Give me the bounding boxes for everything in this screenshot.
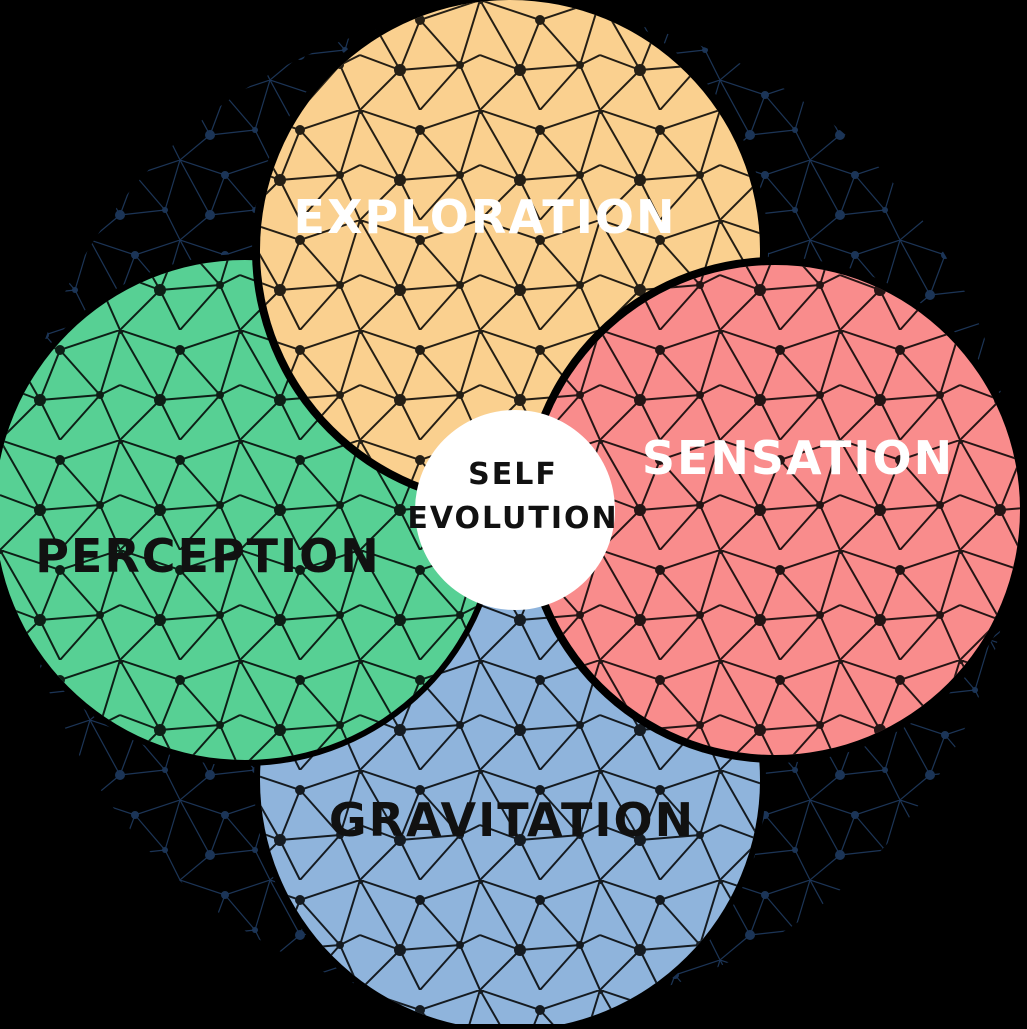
center-circle [415, 410, 615, 610]
center-label-line1: SELF [468, 457, 558, 492]
center-label-line2: EVOLUTION [407, 501, 618, 536]
label-sensation: SENSATION [642, 431, 954, 485]
petal-sensation [522, 257, 1027, 763]
label-gravitation: GRAVITATION [329, 793, 695, 847]
label-exploration: EXPLORATION [294, 190, 677, 244]
center-self-evolution: SELF EVOLUTION [407, 410, 618, 610]
label-perception: PERCEPTION [35, 529, 381, 583]
